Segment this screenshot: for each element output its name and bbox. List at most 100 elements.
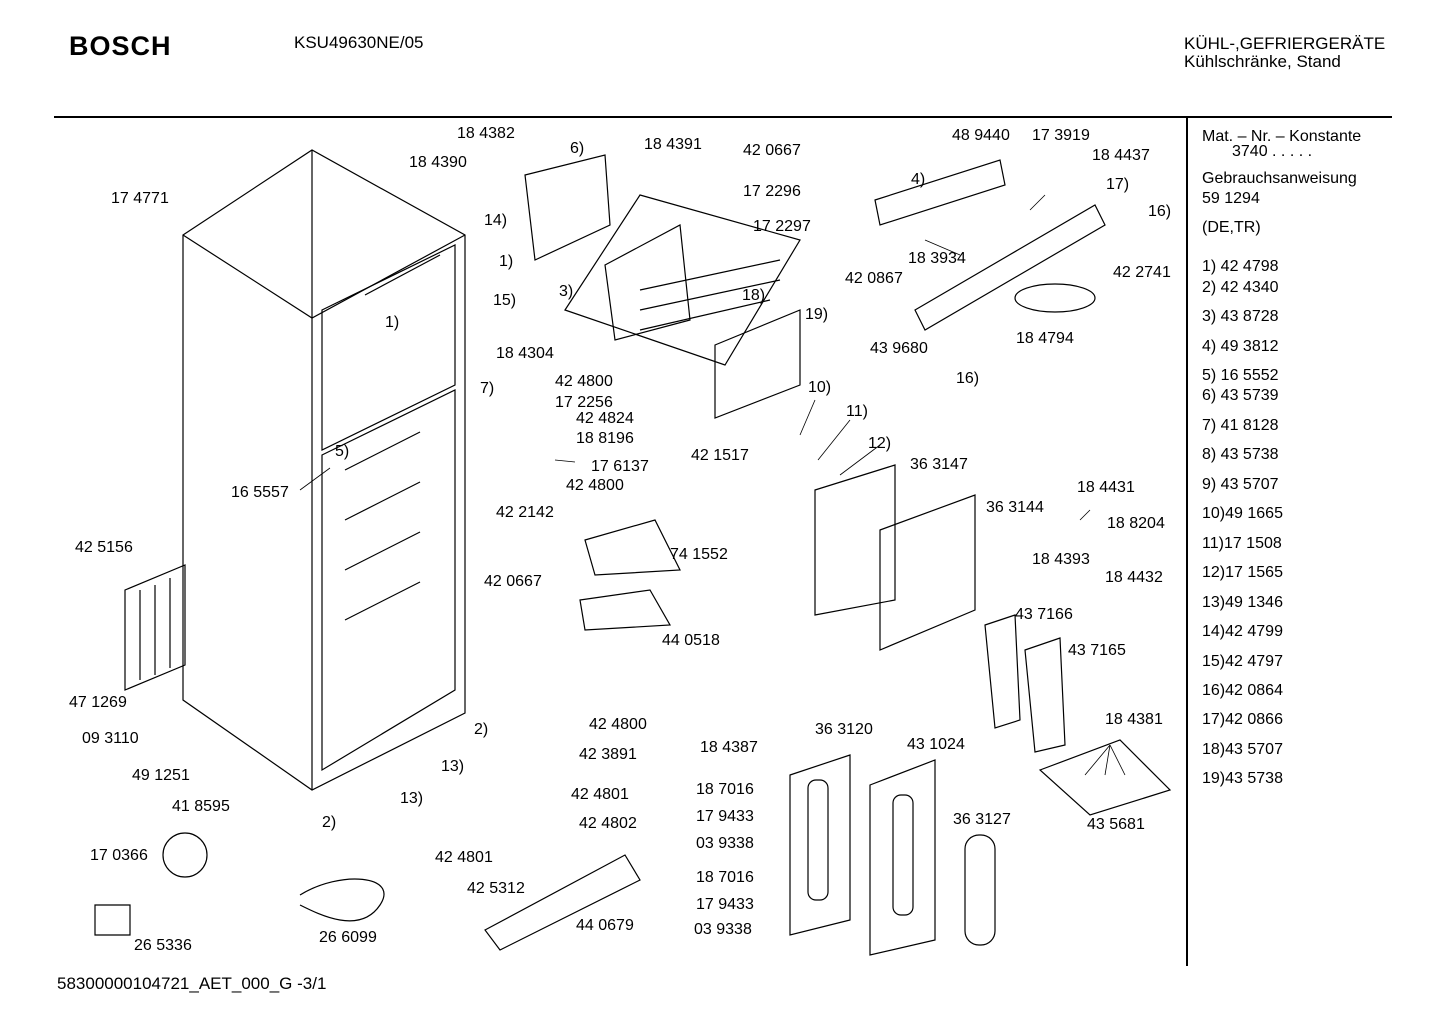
door-shelf-43-7166 (985, 615, 1020, 728)
door-liner-43-1024 (870, 760, 935, 955)
callout: 13) (400, 790, 424, 807)
fridge-cabinet (183, 150, 465, 790)
legend-item: 3) 43 8728 (1202, 308, 1279, 325)
callout: 42 2142 (496, 504, 554, 521)
callout: 17 9433 (696, 808, 754, 825)
callout: 17 0366 (90, 847, 148, 864)
callout: 36 3147 (910, 456, 968, 473)
callout: 2) (322, 814, 337, 831)
model-number: KSU49630NE/05 (294, 33, 424, 52)
leader-lines (300, 195, 1125, 775)
callout: 1) (499, 253, 514, 270)
callout: 10) (808, 379, 832, 396)
callout: 18 4431 (1077, 479, 1135, 496)
power-cord-26-6099 (300, 879, 384, 921)
callout: 42 2741 (1113, 264, 1171, 281)
manual-language: (DE,TR) (1202, 219, 1261, 236)
legend-item: 2) 42 4340 (1202, 279, 1279, 296)
callout: 13) (441, 758, 465, 775)
legend-item: 6) 43 5739 (1202, 387, 1279, 404)
callout: 18 7016 (696, 781, 754, 798)
mat-number-value: 3740 . . . . . (1232, 143, 1313, 160)
callout: 42 3891 (579, 746, 637, 763)
callout: 18 4387 (700, 739, 758, 756)
callout: 42 4800 (566, 477, 624, 494)
legend-item: 5) 16 5552 (1202, 367, 1279, 384)
callout: 18 4304 (496, 345, 554, 362)
legend-item: 1) 42 4798 (1202, 258, 1279, 275)
legend-item: 17)42 0866 (1202, 711, 1283, 728)
callout: 18) (742, 287, 766, 304)
legend-item: 13)49 1346 (1202, 594, 1283, 611)
legend-item: 7) 41 8128 (1202, 417, 1279, 434)
callout: 09 3110 (82, 730, 139, 747)
callout: 18 4381 (1105, 711, 1163, 728)
callout: 18 3934 (908, 250, 966, 267)
legend-item: 8) 43 5738 (1202, 446, 1279, 463)
callout: 03 9338 (694, 921, 752, 938)
crisper-cover-74-1552 (585, 520, 680, 575)
callout: 17 6137 (591, 458, 649, 475)
callout: 43 9680 (870, 340, 928, 357)
callout: 15) (493, 292, 517, 309)
legend-item: 12)17 1565 (1202, 564, 1283, 581)
callout: 1) (385, 314, 400, 331)
callout: 18 8196 (576, 430, 634, 447)
legend-item: 9) 43 5707 (1202, 476, 1279, 493)
legend-item: 10)49 1665 (1202, 505, 1283, 522)
legend-item: 19)43 5738 (1202, 770, 1283, 787)
callout: 16 5557 (231, 484, 289, 501)
document-id: 58300000104721_AET_000_G -3/1 (57, 974, 327, 993)
callout: 18 4382 (457, 125, 515, 142)
panel-19 (715, 310, 800, 418)
callout: 44 0679 (576, 917, 634, 934)
callout: 17 2297 (753, 218, 811, 235)
callout: 43 5681 (1087, 816, 1145, 833)
callout: 43 7165 (1068, 642, 1126, 659)
callout: 44 0518 (662, 632, 720, 649)
plate-36-3144 (880, 495, 975, 650)
callout: 18 4391 (644, 136, 702, 153)
legend-divider (1186, 118, 1188, 966)
plate-36-3147 (815, 465, 895, 615)
callout: 42 0867 (845, 270, 903, 287)
legend-item: 4) 49 3812 (1202, 338, 1279, 355)
callout: 17) (1106, 176, 1130, 193)
callout: 42 5312 (467, 880, 525, 897)
callout: 18 4794 (1016, 330, 1074, 347)
callout: 18 4437 (1092, 147, 1150, 164)
header-divider (54, 116, 1392, 118)
callout: 42 4802 (579, 815, 637, 832)
callout: 42 4801 (435, 849, 493, 866)
callout: 03 9338 (696, 835, 754, 852)
callout: 17 4771 (111, 190, 169, 207)
callout: 47 1269 (69, 694, 127, 711)
callout: 6) (570, 140, 585, 157)
callout: 5) (335, 443, 350, 460)
control-panel-assembly (875, 160, 1105, 330)
callout: 42 1517 (691, 447, 749, 464)
callout: 3) (559, 283, 574, 300)
callout: 49 1251 (132, 767, 190, 784)
callout: 18 4390 (409, 154, 467, 171)
legend-item: 18)43 5707 (1202, 741, 1283, 758)
callout: 16) (1148, 203, 1172, 220)
callout: 17 3919 (1032, 127, 1090, 144)
door-shelf-43-7165 (1025, 638, 1065, 752)
callout: 42 0667 (484, 573, 542, 590)
callout: 36 3127 (953, 811, 1011, 828)
callout: 7) (480, 380, 495, 397)
category-subtitle: Kühlschränke, Stand (1184, 52, 1341, 71)
callout: 17 2296 (743, 183, 801, 200)
door-liner-36-3120 (790, 755, 850, 935)
callout: 17 2256 (555, 394, 613, 411)
manual-number: 59 1294 (1202, 190, 1260, 207)
condenser-panel (125, 565, 185, 690)
motor-26-5336 (95, 905, 130, 935)
callout: 42 0667 (743, 142, 801, 159)
callout: 42 4801 (571, 786, 629, 803)
callout: 16) (956, 370, 980, 387)
callout: 18 8204 (1107, 515, 1165, 532)
